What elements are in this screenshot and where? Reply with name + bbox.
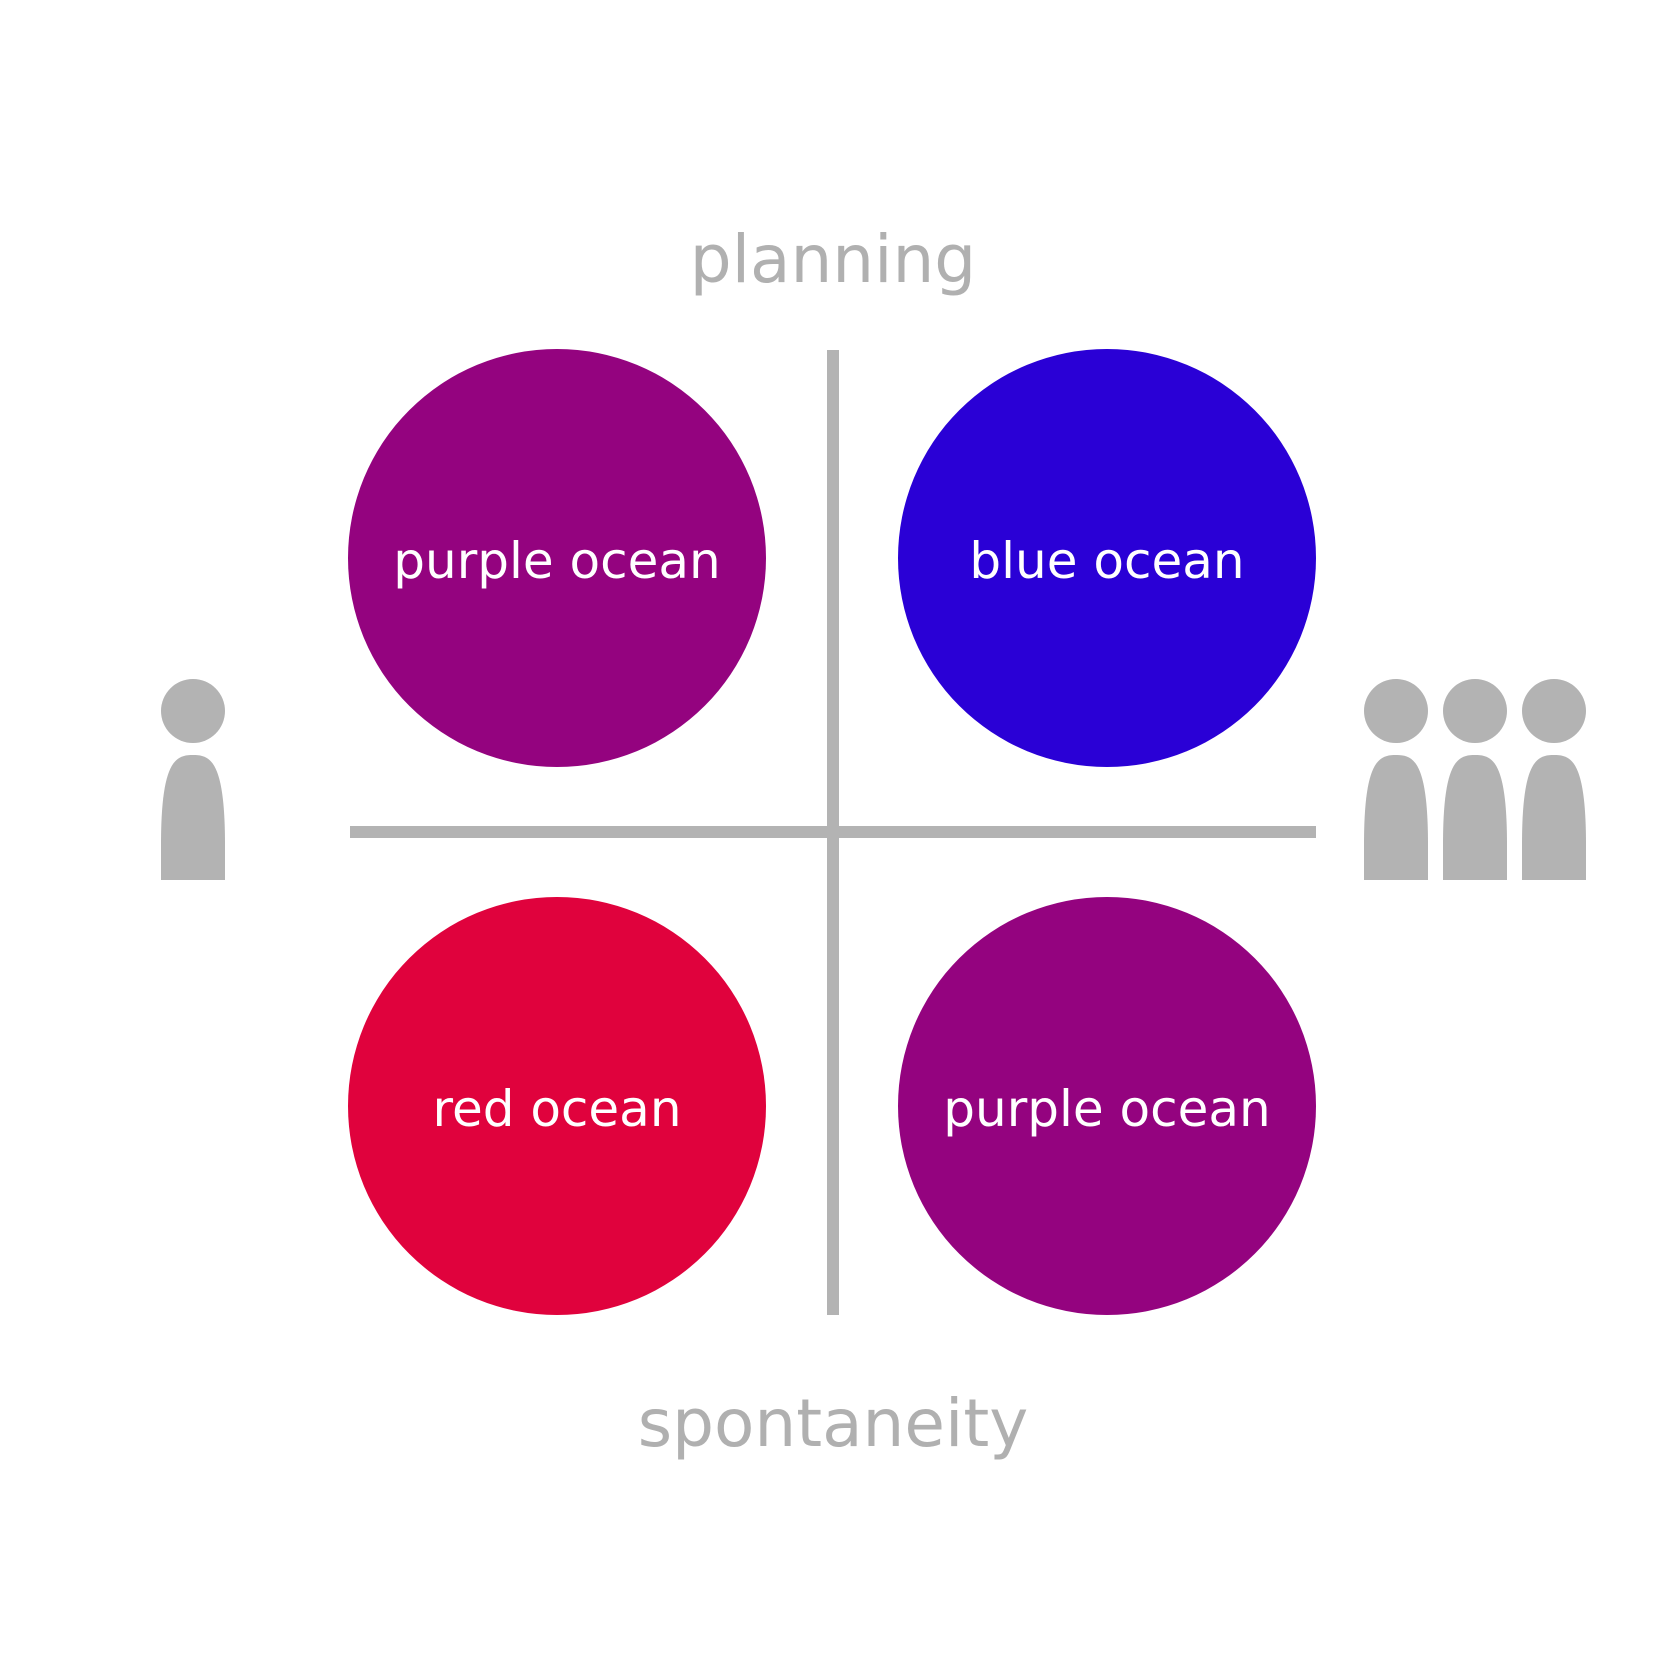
axis-label-spontaneity: spontaneity: [638, 1385, 1029, 1462]
blue-ocean-circle: [898, 349, 1316, 767]
red-ocean-circle: [348, 897, 766, 1315]
horizontal-axis-line: [350, 826, 1316, 838]
axis-lines: [350, 350, 1316, 1315]
person-head-icon: [161, 679, 225, 743]
quadrant-label-top-left: purple ocean: [393, 532, 720, 590]
quadrant-bottom-right: purple ocean: [898, 897, 1316, 1315]
purple-ocean-circle: [348, 349, 766, 767]
person-head-icon: [1443, 679, 1507, 743]
person-head-icon: [1522, 679, 1586, 743]
person-body-icon: [161, 755, 225, 880]
quadrant-label-bottom-left: red ocean: [432, 1080, 681, 1138]
quadrant-bottom-left: red ocean: [348, 897, 766, 1315]
single-person-icon: [161, 679, 225, 880]
group-person-icon-2: [1443, 679, 1507, 880]
group-of-people-icon: [1364, 679, 1586, 880]
person-body-icon: [1522, 755, 1586, 880]
group-person-icon-3: [1522, 679, 1586, 880]
group-person-icon-1: [1364, 679, 1428, 880]
axis-label-planning: planning: [690, 221, 976, 298]
quadrant-label-top-right: blue ocean: [969, 532, 1244, 590]
person-body-icon: [1443, 755, 1507, 880]
person-body-icon: [1364, 755, 1428, 880]
quadrant-top-left: purple ocean: [348, 349, 766, 767]
person-head-icon: [1364, 679, 1428, 743]
purple-ocean-circle: [898, 897, 1316, 1315]
quadrant-label-bottom-right: purple ocean: [943, 1080, 1270, 1138]
quadrant-top-right: blue ocean: [898, 349, 1316, 767]
